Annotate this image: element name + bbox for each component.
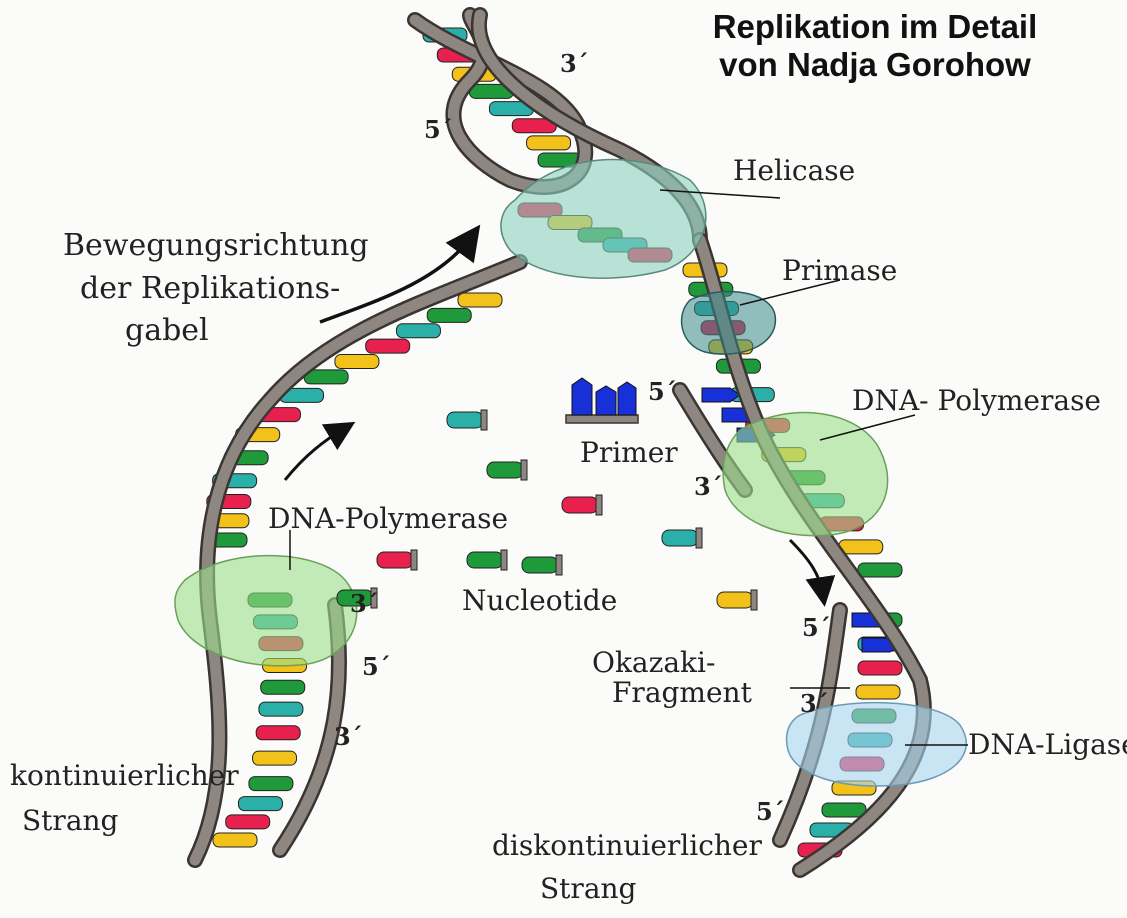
label-movement-line1: Bewegungsrichtung (63, 228, 369, 263)
end-okazaki-5: 5´ (802, 613, 831, 642)
free-nucleotide (377, 550, 417, 570)
leading-duplex-base (238, 797, 282, 811)
primase-enzyme (682, 292, 776, 355)
end-right-3: 3´ (694, 472, 723, 501)
label-okazaki-line1: Okazaki- (592, 646, 715, 679)
dna-polymerase-left-enzyme (175, 556, 357, 666)
leading-duplex-base (213, 833, 257, 847)
label-dna-ligase: DNA-Ligase (968, 728, 1127, 761)
end-left-3b: 3´ (334, 722, 363, 751)
lagging-duplex-base (856, 685, 900, 699)
lagging-strand-arrow (790, 540, 823, 595)
label-discontinuous-line1: diskontinuierlicher (492, 829, 762, 862)
end-top-3: 3´ (560, 49, 589, 78)
label-continuous-line1: kontinuierlicher (10, 759, 239, 792)
leading-duplex-base (249, 777, 293, 791)
label-primase: Primase (782, 254, 897, 287)
title-line-1: Replikation im Detail (640, 8, 1110, 46)
label-primer: Primer (580, 436, 678, 469)
leading-arm-base (458, 293, 502, 307)
label-helicase: Helicase (733, 154, 855, 187)
label-movement-line2: der Replikations- (80, 271, 340, 306)
free-nucleotide (522, 555, 562, 575)
free-nucleotide (562, 495, 602, 515)
label-continuous-line2: Strang (22, 804, 119, 837)
leading-duplex-base (253, 751, 297, 765)
end-left-5: 5´ (362, 652, 391, 681)
leading-arm-base (335, 355, 379, 369)
leading-duplex-base (256, 726, 300, 740)
leading-duplex-base (261, 680, 305, 694)
leading-duplex-base (226, 815, 270, 829)
label-discontinuous-line2: Strang (540, 872, 637, 905)
page-title: Replikation im Detail von Nadja Gorohow (640, 8, 1110, 84)
dna-polymerase-right-enzyme (723, 413, 888, 536)
leading-arm-base (366, 339, 410, 353)
leading-arm-base (427, 308, 471, 322)
label-okazaki-line2: Fragment (612, 676, 753, 709)
free-nucleotide (487, 460, 527, 480)
end-okazaki-3: 3´ (800, 689, 829, 718)
free-nucleotide (662, 528, 702, 548)
lagging-duplex-base (822, 803, 866, 817)
leading-strand-arrow (285, 428, 345, 480)
end-left-3a: 3´ (350, 589, 379, 618)
lagging-arm-base (858, 563, 902, 577)
lagging-arm-base (839, 540, 883, 554)
label-nucleotide: Nucleotide (462, 584, 617, 617)
label-movement-line3: gabel (125, 313, 209, 348)
end-primer-5: 5´ (648, 377, 677, 406)
lagging-duplex-base (858, 661, 902, 675)
end-top-5: 5´ (424, 115, 453, 144)
free-nucleotide (447, 410, 487, 430)
title-line-2: von Nadja Gorohow (640, 46, 1110, 84)
label-dna-polymerase-left: DNA-Polymerase (268, 502, 508, 535)
top-helix-base (527, 136, 571, 150)
end-bottom-5: 5´ (756, 797, 785, 826)
primer-block (566, 378, 638, 423)
leading-duplex-base (259, 702, 303, 716)
free-nucleotide (717, 590, 757, 610)
leading-arm-base (396, 324, 440, 338)
helicase-enzyme (501, 160, 706, 279)
label-dna-polymerase-right: DNA- Polymerase (852, 384, 1101, 417)
free-nucleotide (467, 550, 507, 570)
